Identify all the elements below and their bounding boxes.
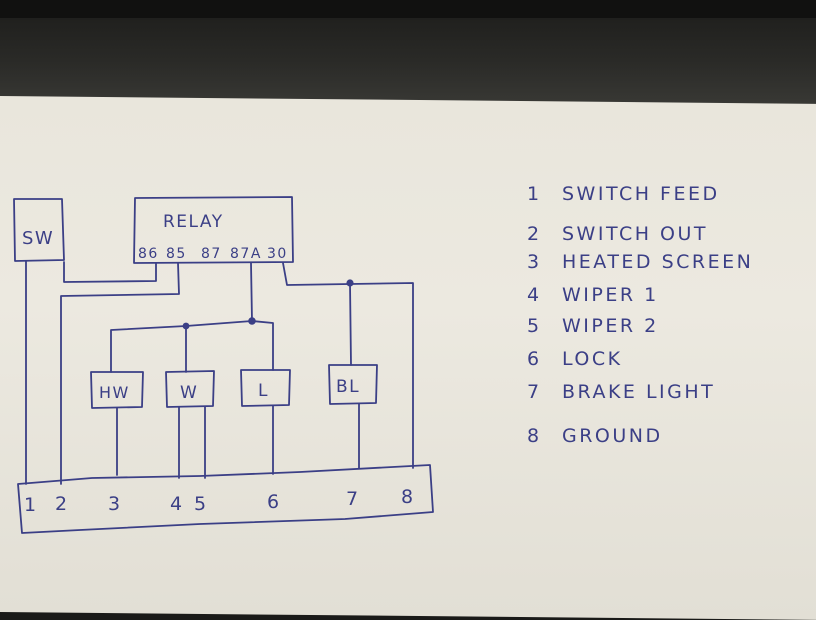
connector-pin-4: 4: [170, 493, 184, 515]
desk-background: [0, 0, 816, 110]
legend-label: WIPER 2: [562, 315, 659, 337]
relay-title: RELAY: [163, 212, 224, 232]
wires: [25, 260, 414, 485]
connector-pin-5: 5: [194, 493, 208, 515]
load-label-l: L: [258, 381, 269, 401]
load-box-bl-outline: [328, 364, 378, 405]
legend-label: SWITCH FEED: [562, 183, 720, 205]
load-label-w: W: [180, 383, 198, 403]
load-box-w-outline: [165, 370, 215, 408]
pin-legend: 1 SWITCH FEED 2 SWITCH OUT 3 HEATED SCRE…: [527, 183, 753, 447]
load-box-hw-outline: [90, 371, 144, 409]
legend-row-4: 4 WIPER 1: [527, 284, 659, 306]
connector-pin-3: 3: [108, 493, 122, 515]
load-label-bl: BL: [336, 377, 360, 397]
legend-num: 3: [527, 251, 542, 273]
legend-row-2: 2 SWITCH OUT: [527, 223, 708, 245]
relay-pin-87a: 87A: [230, 246, 262, 262]
connector-block: 1 2 3 4 5 6 7 8: [17, 464, 434, 534]
switch-box-outline: [13, 198, 65, 262]
connector-pin-2: 2: [55, 493, 69, 515]
legend-row-7: 7 BRAKE LIGHT: [527, 381, 715, 403]
connector-outline: [17, 464, 434, 534]
load-box-bl: BL: [328, 364, 378, 405]
connector-pin-7: 7: [346, 488, 360, 510]
legend-label: GROUND: [562, 425, 663, 447]
legend-num: 4: [527, 284, 542, 306]
legend-label: WIPER 1: [562, 284, 659, 306]
junction-dot-w: [182, 322, 190, 330]
legend-row-1: 1 SWITCH FEED: [527, 183, 720, 205]
switch-label: SW: [22, 228, 54, 249]
relay-pin-87: 87: [201, 246, 222, 262]
legend-label: SWITCH OUT: [562, 223, 708, 245]
relay-box: RELAY 86 85 87 87A 30: [133, 196, 294, 264]
load-label-hw: HW: [99, 383, 130, 402]
legend-num: 2: [527, 223, 542, 245]
wire-87a-drop: [250, 262, 253, 322]
junction-dot-30: [346, 279, 354, 287]
connector-pin-1: 1: [24, 494, 38, 516]
wire-switch-to-86: [63, 261, 157, 283]
legend-num: 7: [527, 381, 542, 403]
legend-label: LOCK: [562, 348, 623, 370]
wire-load-bus: [110, 320, 274, 373]
switch-box: SW: [13, 198, 65, 262]
relay-pin-85: 85: [166, 246, 187, 262]
relay-pin-30: 30: [267, 246, 288, 262]
legend-label: BRAKE LIGHT: [562, 381, 715, 403]
connector-pin-8: 8: [401, 486, 415, 508]
load-box-w: W: [165, 370, 215, 408]
junction-dot-87a: [248, 317, 256, 325]
legend-row-3: 3 HEATED SCREEN: [527, 251, 753, 273]
desk-edge: [0, 0, 816, 18]
legend-row-5: 5 WIPER 2: [527, 315, 659, 337]
legend-row-6: 6 LOCK: [527, 348, 623, 370]
legend-label: HEATED SCREEN: [562, 251, 753, 273]
legend-row-8: 8 GROUND: [527, 425, 663, 447]
connector-pin-6: 6: [267, 491, 281, 513]
load-box-hw: HW: [90, 371, 144, 409]
wire-85-to-pin2: [60, 262, 180, 485]
legend-num: 1: [527, 183, 542, 205]
legend-num: 8: [527, 425, 542, 447]
legend-num: 6: [527, 348, 542, 370]
relay-pin-86: 86: [138, 246, 159, 262]
relay-box-outline: [133, 196, 294, 264]
wire-bus-to-bl: [349, 282, 352, 366]
load-box-l: L: [240, 369, 291, 407]
legend-num: 5: [527, 315, 542, 337]
